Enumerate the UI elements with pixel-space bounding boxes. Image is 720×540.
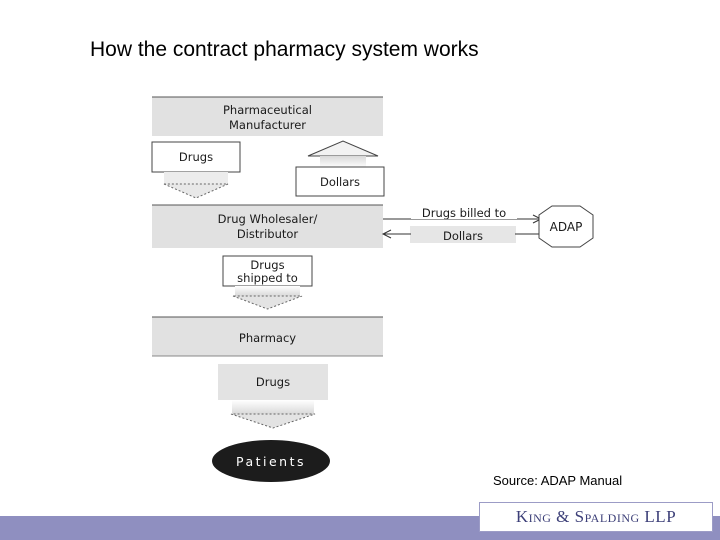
drugs-down-arrow: Drugs <box>151 141 241 199</box>
patients-label: Patients <box>236 454 306 469</box>
drugs-to-patients-label: Drugs <box>256 375 290 389</box>
pharmacy-label: Pharmacy <box>239 331 296 345</box>
firm-logo: King & Spalding LLP <box>479 502 713 532</box>
slide-title: How the contract pharmacy system works <box>90 38 479 61</box>
shipped-label-line2: shipped to <box>237 271 298 285</box>
wholesaler-label-line1: Drug Wholesaler/ <box>218 212 318 226</box>
source-citation: Source: ADAP Manual <box>493 473 623 488</box>
dollars-back-arrow: Dollars <box>381 226 540 243</box>
manufacturer-label-line2: Manufacturer <box>229 118 306 132</box>
drugs-billed-to-label: Drugs billed to <box>422 206 506 220</box>
drugs-down-label: Drugs <box>179 150 213 164</box>
dollars-up-label: Dollars <box>320 175 360 189</box>
pharmacy-box: Pharmacy <box>152 316 383 357</box>
patients-node: Patients <box>212 440 330 482</box>
wholesaler-box: Drug Wholesaler/ Distributor <box>152 204 383 248</box>
dollars-up-arrow: Dollars <box>295 140 385 197</box>
dollars-back-label: Dollars <box>443 229 483 243</box>
wholesaler-label-line2: Distributor <box>237 227 299 241</box>
firm-logo-text: King & Spalding LLP <box>515 507 677 526</box>
shipped-label-line1: Drugs <box>250 258 284 272</box>
drugs-shipped-to-arrow: Drugs shipped to <box>222 255 313 310</box>
adap-label: ADAP <box>550 220 583 234</box>
manufacturer-label-line1: Pharmaceutical <box>223 103 312 117</box>
drugs-to-patients-arrow: Drugs <box>218 364 328 429</box>
drugs-billed-to-arrow: Drugs billed to <box>383 204 543 224</box>
manufacturer-box: Pharmaceutical Manufacturer <box>152 96 383 136</box>
adap-node: ADAP <box>538 205 594 248</box>
